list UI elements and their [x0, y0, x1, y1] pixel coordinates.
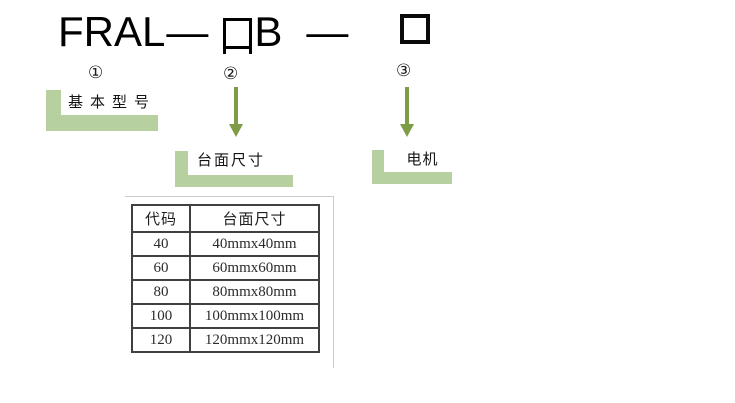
size-cell: 60mmx60mm	[189, 255, 320, 281]
table-size-tag: 台面尺寸	[175, 150, 304, 187]
size-cell: 80mmx80mm	[189, 279, 320, 305]
code-column-header: 代码	[131, 204, 191, 233]
basic-model-tag: 基本型号	[46, 90, 186, 131]
size-cell: 100mmx100mm	[189, 303, 320, 329]
code-cell: 120	[131, 327, 191, 353]
motor-placeholder-box-icon	[400, 14, 431, 44]
callout-number-1: ①	[88, 63, 104, 83]
code-cell: 80	[131, 279, 191, 305]
down-arrow-icon-table-size	[229, 87, 243, 137]
model-code-separator-2: —	[306, 8, 349, 55]
motor-tag: 电机	[372, 147, 461, 184]
callout-number-2: ②	[223, 64, 239, 84]
code-cell: 40	[131, 231, 191, 257]
arrow-shaft	[405, 87, 409, 125]
model-code-size-letter: B	[254, 8, 283, 55]
down-arrow-icon-motor	[400, 87, 414, 137]
code-cell: 100	[131, 303, 191, 329]
size-placeholder-box-icon	[223, 18, 253, 54]
tag-bottom-bar	[372, 171, 452, 184]
model-code-separator-1: —	[166, 8, 209, 55]
tag-bottom-bar	[46, 115, 158, 131]
tag-bottom-bar	[175, 175, 293, 187]
basic-model-label: 基本型号	[61, 91, 186, 115]
scan-artifact-line-right	[333, 196, 334, 368]
table-header-row: 代码 台面尺寸	[131, 204, 320, 233]
scan-artifact-line-top	[125, 196, 334, 197]
arrow-head	[400, 124, 414, 137]
model-code-prefix: FRAL	[58, 8, 166, 55]
arrow-head	[229, 124, 243, 137]
code-cell: 60	[131, 255, 191, 281]
motor-label: 电机	[384, 147, 461, 172]
model-code-title: FRAL— B —	[58, 8, 431, 56]
size-cell: 40mmx40mm	[189, 231, 320, 257]
size-cell: 120mmx120mm	[189, 327, 320, 353]
table-size-label: 台面尺寸	[188, 150, 304, 173]
size-column-header: 台面尺寸	[189, 204, 320, 233]
callout-number-3: ③	[396, 61, 412, 81]
arrow-shaft	[234, 87, 238, 125]
